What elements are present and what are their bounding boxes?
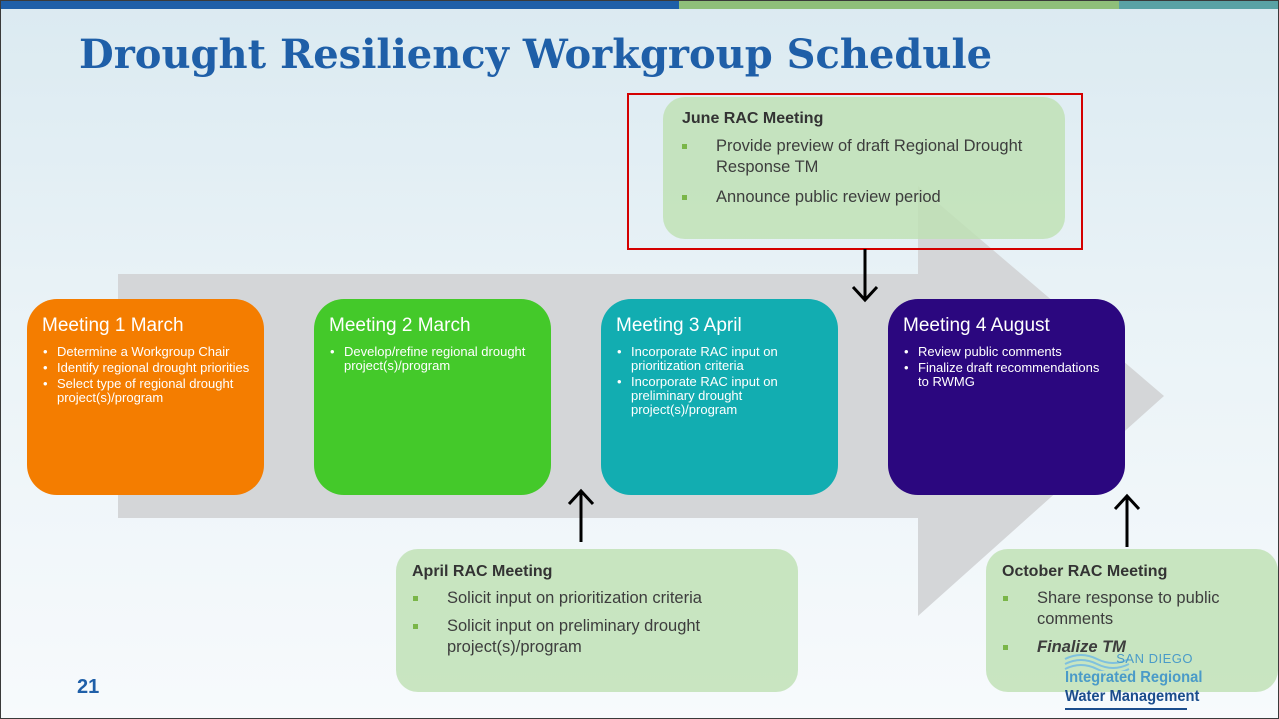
logo-text-integrated-regional: Integrated Regional [1065,669,1203,686]
meeting-4-title: Meeting 4 August [903,315,1050,336]
logo-underline [1065,708,1187,710]
meeting-4-box: Meeting 4 August Review public comments … [888,299,1125,495]
meeting-4-item: Review public comments [903,345,1111,360]
up-arrow-icon [567,488,595,542]
bullet-square-icon [1003,596,1008,601]
meeting-3-box: Meeting 3 April Incorporate RAC input on… [601,299,838,495]
april-rac-title: April RAC Meeting [412,563,553,580]
june-rac-title: June RAC Meeting [682,110,824,127]
meeting-3-item: Incorporate RAC input on preliminary dro… [616,375,824,417]
meeting-2-box: Meeting 2 March Develop/refine regional … [314,299,551,495]
meeting-2-item: Develop/refine regional drought project(… [329,345,537,373]
top-accent-bar-teal [1119,1,1278,9]
top-accent-bar-blue [1,1,679,9]
april-rac-box: April RAC Meeting Solicit input on prior… [396,549,798,692]
meeting-1-title: Meeting 1 March [42,315,184,336]
page-number: 21 [77,676,100,698]
june-rac-item: Provide preview of draft Regional Drough… [682,136,1047,178]
bullet-square-icon [1003,645,1008,650]
meeting-3-item: Incorporate RAC input on prioritization … [616,345,824,373]
june-rac-item: Announce public review period [682,187,1047,208]
up-arrow-icon [1113,493,1141,547]
meeting-4-item: Finalize draft recommendations to RWMG [903,361,1111,389]
bullet-square-icon [682,144,687,149]
october-rac-title: October RAC Meeting [1002,563,1168,580]
top-accent-bar-green [679,1,1119,9]
slide-title: Drought Resiliency Workgroup Schedule [79,31,993,78]
iirwm-logo: SAN DIEGO Integrated Regional Water Mana… [1063,651,1202,713]
bullet-square-icon [682,195,687,200]
down-arrow-icon [851,249,879,303]
october-rac-box: October RAC Meeting Share response to pu… [986,549,1278,692]
water-wave-icon [1064,654,1130,671]
meeting-1-item: Select type of regional drought project(… [42,377,250,405]
meeting-1-box: Meeting 1 March Determine a Workgroup Ch… [27,299,264,495]
meeting-2-title: Meeting 2 March [329,315,471,336]
logo-text-water-management: Water Management [1065,688,1200,705]
meeting-1-item: Determine a Workgroup Chair [42,345,250,360]
bullet-square-icon [413,596,418,601]
meeting-1-item: Identify regional drought priorities [42,361,250,376]
april-rac-item: Solicit input on preliminary drought pro… [412,616,783,658]
april-rac-item: Solicit input on prioritization criteria [412,588,783,609]
highlight-box [627,93,1083,250]
june-rac-box: June RAC Meeting Provide preview of draf… [663,97,1065,239]
october-rac-item: Finalize TM [1002,637,1266,658]
meeting-3-title: Meeting 3 April [616,315,742,336]
bullet-square-icon [413,624,418,629]
october-rac-item: Share response to public comments [1002,588,1266,630]
logo-text-san-diego: SAN DIEGO [1116,651,1193,666]
